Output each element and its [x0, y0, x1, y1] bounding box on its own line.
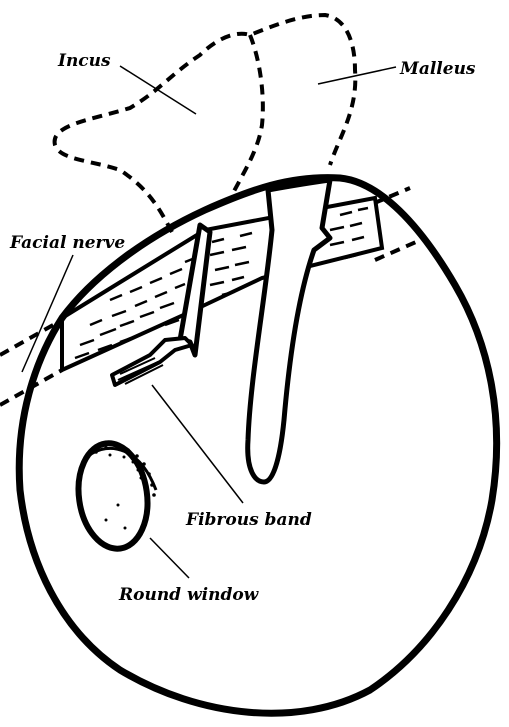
- label-facial-nerve: Facial nerve: [9, 233, 125, 253]
- facial-nerve-band: [62, 198, 382, 370]
- label-malleus: Malleus: [399, 59, 476, 79]
- label-fibrous-band: Fibrous band: [185, 510, 312, 530]
- leader-fibrous-band: [152, 385, 243, 503]
- round-window: [72, 439, 154, 553]
- incus-malleus-divider-dashed: [232, 35, 263, 195]
- label-incus: Incus: [57, 51, 111, 71]
- leader-round-window: [150, 538, 189, 578]
- label-round-window: Round window: [118, 585, 260, 605]
